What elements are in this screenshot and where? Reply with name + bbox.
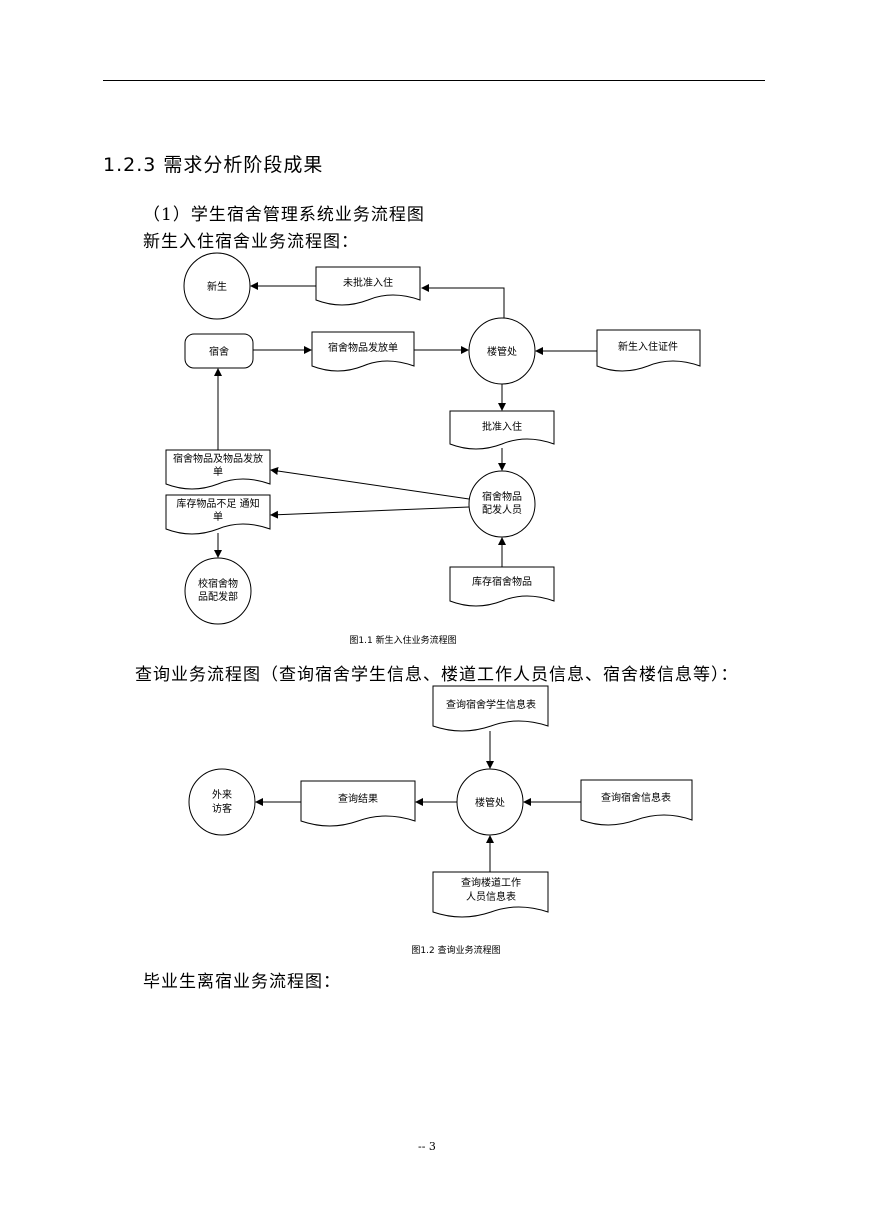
figure-1-caption: 图1.1 新生入住业务流程图 [349,634,456,646]
node-query-dorm-info: 查询宿舍信息表 [580,779,693,826]
node-student-id-docs: 新生入住证件 [596,329,701,372]
paragraph-4: 毕业生离宿业务流程图： [143,972,341,992]
node-query-staff-info: 查询楼道工作 人员信息表 [432,871,549,918]
svg-text:查询宿舍学生信息表: 查询宿舍学生信息表 [446,698,536,711]
svg-text:人员信息表: 人员信息表 [466,890,516,903]
node-new-student: 新生 [183,252,251,320]
paragraph-2: 新生入住宿舍业务流程图： [143,232,359,252]
node-not-approved: 未批准入住 [315,266,421,306]
node-stock-items: 库存宿舍物品 [449,566,555,607]
node-visitor: 外来 访客 [188,768,256,836]
node-shortage-notice: 库存物品不足 通知 单 [165,494,271,535]
header-rule [103,80,765,81]
svg-text:单: 单 [213,511,223,523]
svg-text:库存物品不足 通知: 库存物品不足 通知 [176,497,259,510]
node-item-distributor: 宿舍物品 配发人员 [468,470,536,538]
figure-2-caption: 图1.2 查询业务流程图 [411,944,500,956]
node-school-distribution-dept: 校宿舍物 品配发部 [184,557,252,625]
section-heading: 1.2.3 需求分析阶段成果 [103,154,324,176]
arrows-diagram-1 [214,282,597,567]
svg-text:新生: 新生 [207,280,227,293]
svg-text:查询结果: 查询结果 [338,792,378,805]
node-issue-sheet: 宿舍物品发放单 [311,331,415,372]
page-number: -- 3 [418,1140,436,1153]
svg-text:未批准入住: 未批准入住 [343,276,393,289]
svg-text:访客: 访客 [212,802,232,815]
node-query-result: 查询结果 [300,780,416,827]
svg-text:宿舍物品发放单: 宿舍物品发放单 [328,341,398,354]
paragraph-3: 查询业务流程图（查询宿舍学生信息、楼道工作人员信息、宿舍楼信息等）： [135,665,739,685]
svg-text:新生入住证件: 新生入住证件 [618,340,678,353]
svg-text:批准入住: 批准入住 [482,420,522,433]
svg-text:楼管处: 楼管处 [475,796,505,809]
node-building-office-2: 楼管处 [456,768,524,836]
svg-text:宿舍: 宿舍 [209,345,229,358]
svg-text:品配发部: 品配发部 [198,590,238,603]
diagram-query: 查询宿舍学生信息表 外来 访客 查询结果 楼管处 查询宿舍信息表 查询楼道工作 … [188,685,693,956]
node-building-office: 楼管处 [468,317,536,385]
svg-text:楼管处: 楼管处 [487,345,517,358]
svg-text:宿舍物品及物品发放: 宿舍物品及物品发放 [173,452,263,465]
svg-text:查询楼道工作: 查询楼道工作 [461,876,521,889]
node-dormitory: 宿舍 [184,333,254,369]
paragraph-1: （1）学生宿舍管理系统业务流程图 [143,205,425,225]
svg-text:库存宿舍物品: 库存宿舍物品 [472,575,532,588]
diagram-new-student: 新生 未批准入住 宿舍 宿舍物品发放单 楼管处 新生入住证件 批 [165,252,701,646]
svg-text:外来: 外来 [212,789,232,801]
svg-text:校宿舍物: 校宿舍物 [198,577,238,590]
svg-text:单: 单 [213,466,223,478]
svg-text:宿舍物品: 宿舍物品 [482,490,522,503]
arrows-diagram-2 [255,731,581,872]
svg-text:查询宿舍信息表: 查询宿舍信息表 [601,791,671,804]
node-approved: 批准入住 [449,410,555,450]
node-items-issue-sheet: 宿舍物品及物品发放 单 [165,449,271,490]
node-query-student-info: 查询宿舍学生信息表 [432,685,549,732]
svg-text:配发人员: 配发人员 [482,503,522,516]
